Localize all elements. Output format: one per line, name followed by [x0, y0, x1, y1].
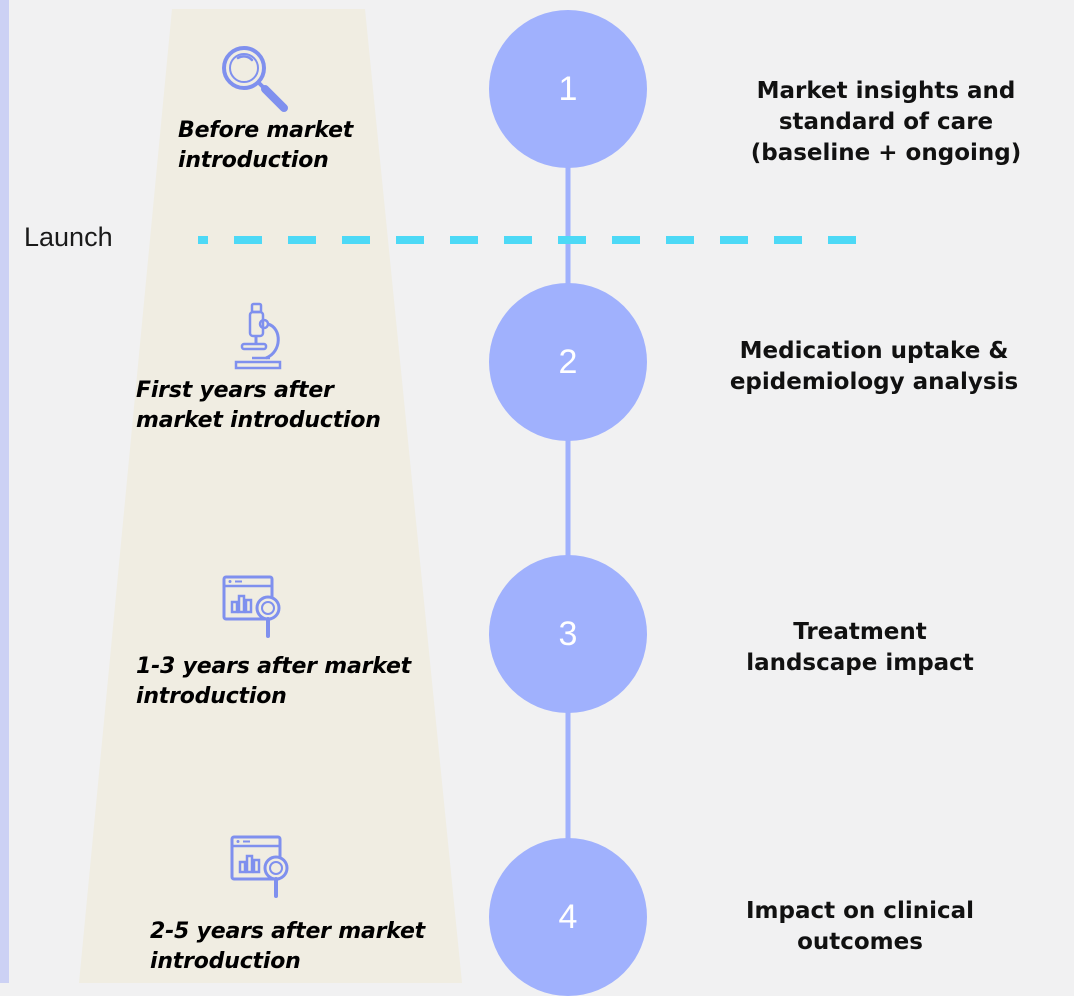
launch-label: Launch	[24, 222, 113, 252]
step-title-2: Medication uptake & epidemiology analysi…	[729, 338, 1019, 395]
funnel-shape	[79, 9, 462, 983]
step-circle-4: 4	[489, 838, 647, 996]
step-title-3: Treatment landscape impact	[746, 619, 974, 676]
step-circle-2: 2	[489, 283, 647, 441]
analytics-search-icon	[222, 575, 281, 638]
phase-label-3: 1-3 years after market introduction	[136, 654, 411, 709]
step-number-4: 4	[558, 897, 578, 936]
step-circle-3: 3	[489, 555, 647, 713]
step-title-4: Impact on clinical outcomes	[745, 898, 975, 955]
step-title-1: Market insights and standard of care (ba…	[750, 78, 1022, 166]
step-number-3: 3	[558, 614, 578, 653]
step-circle-1: 1	[489, 10, 647, 168]
phase-label-4: 2-5 years after market introduction	[150, 919, 425, 974]
step-number-1: 1	[558, 69, 578, 108]
microscope-icon	[234, 302, 282, 370]
left-edge-strip	[0, 0, 9, 983]
phase-label-1: Before market introduction	[178, 118, 354, 173]
phase-label-2: First years after market introduction	[136, 378, 381, 433]
magnifier-icon	[222, 46, 288, 112]
analytics-search-icon	[230, 835, 289, 898]
step-number-2: 2	[558, 342, 578, 381]
